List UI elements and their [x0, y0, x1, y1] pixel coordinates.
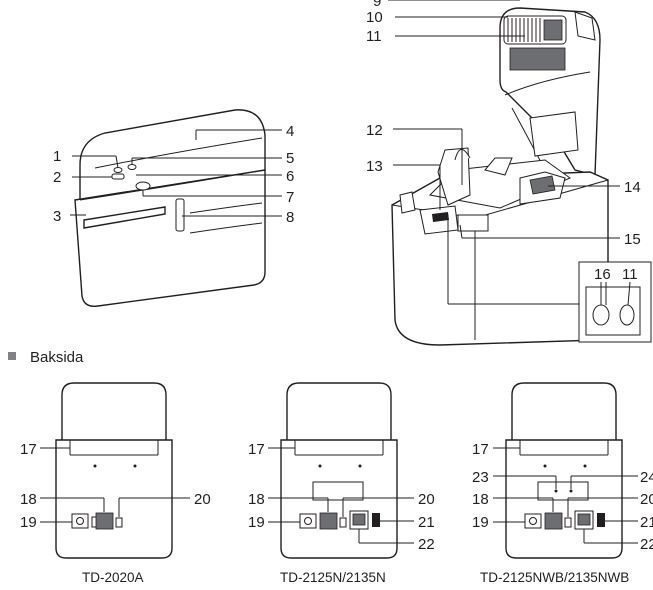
b2-callout-18: 18	[248, 491, 265, 508]
callout-3: 3	[53, 208, 61, 225]
b3-callout-19: 19	[472, 514, 489, 531]
callout-14: 14	[624, 179, 641, 196]
b2-callout-22: 22	[418, 536, 435, 553]
callout-12: 12	[366, 122, 383, 139]
b2-callout-20: 20	[418, 491, 435, 508]
open-view-callout-lines	[388, 0, 620, 305]
b1-callout-18: 18	[20, 491, 37, 508]
back-view-td2125n-callout-lines	[268, 447, 414, 544]
back-view-td2125nwb	[505, 382, 623, 559]
callout-9: 9	[373, 0, 381, 10]
section-heading: Baksida	[30, 349, 84, 366]
back-view-td2020a-callout-lines	[40, 447, 190, 523]
back-view-td2125nwb-callout-lines	[493, 447, 638, 544]
b2-callout-19: 19	[248, 514, 265, 531]
callout-8: 8	[286, 209, 294, 226]
roller-gear-icon	[507, 18, 541, 42]
b3-callout-22: 22	[640, 536, 653, 553]
callout-13: 13	[366, 158, 383, 175]
b3-callout-24: 24	[640, 469, 653, 486]
model-label-td2125nwb: TD-2125NWB/2135NWB	[480, 570, 629, 585]
callout-7: 7	[286, 189, 294, 206]
callout-4: 4	[286, 123, 294, 140]
model-label-td2020a: TD-2020A	[82, 570, 144, 585]
inset-callout-11: 11	[622, 266, 638, 283]
section-bullet	[8, 352, 16, 360]
front-view-printer	[74, 109, 266, 307]
inset-callout-16: 16	[594, 266, 611, 283]
callout-6: 6	[286, 168, 294, 185]
sensor-inset	[578, 261, 652, 343]
b1-callout-17: 17	[20, 441, 37, 458]
b1-callout-19: 19	[20, 514, 37, 531]
b3-callout-23: 23	[472, 469, 489, 486]
callout-10: 10	[366, 9, 383, 26]
b1-callout-20: 20	[194, 491, 211, 508]
model-label-td2125n: TD-2125N/2135N	[280, 570, 386, 585]
back-view-td2020a	[55, 382, 173, 559]
open-view-printer	[391, 7, 609, 346]
b2-callout-21: 21	[418, 514, 435, 531]
callout-15: 15	[624, 231, 641, 248]
b2-callout-17: 17	[248, 441, 265, 458]
back-view-td2125n	[280, 382, 398, 559]
callout-5: 5	[286, 150, 294, 167]
b3-callout-17: 17	[472, 441, 489, 458]
b3-callout-18: 18	[472, 491, 489, 508]
front-view-callout-lines	[70, 129, 282, 217]
callout-2: 2	[53, 169, 61, 186]
b3-callout-20: 20	[640, 491, 653, 508]
callout-1: 1	[53, 148, 61, 165]
callout-11: 11	[366, 28, 382, 45]
b3-callout-21: 21	[640, 514, 653, 531]
